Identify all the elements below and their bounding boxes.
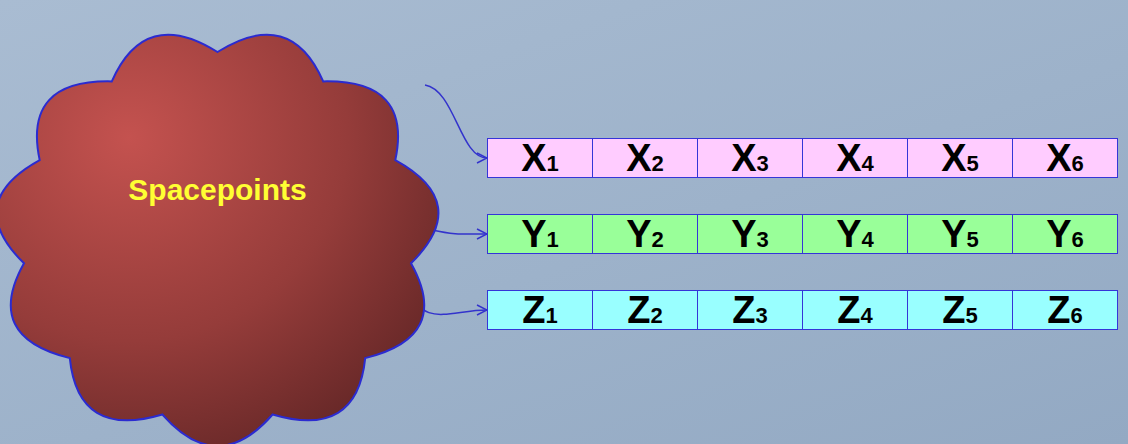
array-cell: Z4 — [802, 290, 908, 330]
coordinate-letter: Y — [521, 215, 546, 253]
array-cell: Y3 — [697, 214, 803, 254]
index-subscript: 3 — [757, 229, 769, 251]
coordinate-letter: Z — [522, 291, 545, 329]
index-subscript: 1 — [545, 305, 557, 327]
array-cell: Z3 — [697, 290, 803, 330]
coordinate-letter: X — [521, 139, 546, 177]
coordinate-letter: X — [836, 139, 861, 177]
index-subscript: 3 — [755, 305, 767, 327]
coordinate-letter: Z — [627, 291, 650, 329]
cloud-shape: Spacepoints — [0, 30, 435, 444]
coordinate-letter: X — [626, 139, 651, 177]
array-cell: X4 — [802, 138, 908, 178]
cloud-outline — [0, 30, 435, 444]
array-cell: X5 — [907, 138, 1013, 178]
flow-arrow — [432, 230, 487, 234]
coordinate-letter: Z — [942, 291, 965, 329]
coordinate-letter: Y — [836, 215, 861, 253]
index-subscript: 2 — [652, 229, 664, 251]
index-subscript: 6 — [1070, 305, 1082, 327]
coordinate-letter: Z — [732, 291, 755, 329]
index-subscript: 6 — [1072, 153, 1084, 175]
index-subscript: 1 — [547, 229, 559, 251]
index-subscript: 2 — [650, 305, 662, 327]
index-subscript: 1 — [547, 153, 559, 175]
index-subscript: 4 — [862, 153, 874, 175]
array-cell: Z5 — [907, 290, 1013, 330]
coordinate-letter: Y — [626, 215, 651, 253]
index-subscript: 2 — [652, 153, 664, 175]
array-cell: Y2 — [592, 214, 698, 254]
index-subscript: 4 — [860, 305, 872, 327]
index-subscript: 5 — [965, 305, 977, 327]
coordinate-letter: X — [1046, 139, 1071, 177]
array-cell: X2 — [592, 138, 698, 178]
array-cell: Z6 — [1012, 290, 1118, 330]
array-cell: X1 — [487, 138, 593, 178]
cloud-label: Spacepoints — [128, 173, 306, 207]
index-subscript: 3 — [757, 153, 769, 175]
coordinate-letter: Z — [837, 291, 860, 329]
index-subscript: 5 — [967, 153, 979, 175]
flow-arrow — [425, 85, 487, 158]
array-cell: Y6 — [1012, 214, 1118, 254]
coordinate-letter: X — [731, 139, 756, 177]
array-cell: Z1 — [487, 290, 593, 330]
coordinate-letter: X — [941, 139, 966, 177]
coordinate-letter: Y — [731, 215, 756, 253]
array-cell: X3 — [697, 138, 803, 178]
array-cell: Y1 — [487, 214, 593, 254]
index-subscript: 4 — [862, 229, 874, 251]
array-cell: Y4 — [802, 214, 908, 254]
array-cell: Z2 — [592, 290, 698, 330]
coordinate-letter: Y — [941, 215, 966, 253]
array-cell: X6 — [1012, 138, 1118, 178]
index-subscript: 6 — [1072, 229, 1084, 251]
index-subscript: 5 — [967, 229, 979, 251]
coordinate-letter: Y — [1046, 215, 1071, 253]
coordinate-letter: Z — [1047, 291, 1070, 329]
array-cell: Y5 — [907, 214, 1013, 254]
